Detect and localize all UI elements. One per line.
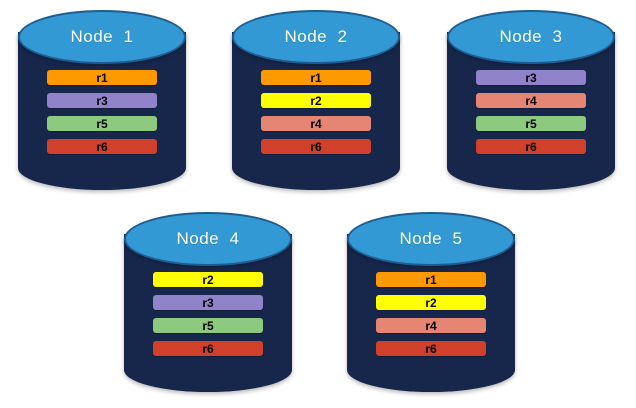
replica-bar[interactable]: r5 bbox=[152, 318, 264, 333]
replica-stack: r1 r2 r4 r6 bbox=[347, 272, 515, 356]
replica-stack: r1 r3 r5 r6 bbox=[18, 70, 186, 154]
replica-bar[interactable]: r6 bbox=[46, 139, 158, 154]
replica-bar[interactable]: r4 bbox=[475, 93, 587, 108]
replica-bar[interactable]: r2 bbox=[260, 93, 372, 108]
node-cylinder[interactable]: Node 1 r1 r3 r5 r6 bbox=[18, 10, 186, 190]
node-label: Node 5 bbox=[399, 229, 463, 248]
replica-bar[interactable]: r6 bbox=[152, 341, 264, 356]
node-label: Node 2 bbox=[284, 27, 348, 46]
replica-stack: r2 r3 r5 r6 bbox=[124, 272, 292, 356]
replica-bar[interactable]: r6 bbox=[475, 139, 587, 154]
replica-bar[interactable]: r6 bbox=[375, 341, 487, 356]
node-cylinder[interactable]: Node 4 r2 r3 r5 r6 bbox=[124, 212, 292, 392]
cylinder-top-ellipse bbox=[347, 212, 515, 266]
replica-bar[interactable]: r3 bbox=[46, 93, 158, 108]
replica-stack: r1 r2 r4 r6 bbox=[232, 70, 400, 154]
node-cylinder[interactable]: Node 5 r1 r2 r4 r6 bbox=[347, 212, 515, 392]
cylinder-top-ellipse bbox=[447, 10, 615, 64]
cylinder-top-ellipse bbox=[232, 10, 400, 64]
replica-bar[interactable]: r1 bbox=[46, 70, 158, 85]
node-cylinder[interactable]: Node 3 r3 r4 r5 r6 bbox=[447, 10, 615, 190]
replica-bar[interactable]: r1 bbox=[375, 272, 487, 287]
replica-bar[interactable]: r3 bbox=[475, 70, 587, 85]
replica-bar[interactable]: r2 bbox=[375, 295, 487, 310]
node-label: Node 3 bbox=[499, 27, 563, 46]
replica-bar[interactable]: r4 bbox=[375, 318, 487, 333]
replica-bar[interactable]: r5 bbox=[475, 116, 587, 131]
replica-bar[interactable]: r1 bbox=[260, 70, 372, 85]
replica-bar[interactable]: r3 bbox=[152, 295, 264, 310]
replica-bar[interactable]: r4 bbox=[260, 116, 372, 131]
replica-bar[interactable]: r5 bbox=[46, 116, 158, 131]
node-label: Node 1 bbox=[70, 27, 134, 46]
replica-bar[interactable]: r2 bbox=[152, 272, 264, 287]
cylinder-top-ellipse bbox=[124, 212, 292, 266]
replica-bar[interactable]: r6 bbox=[260, 139, 372, 154]
node-label: Node 4 bbox=[176, 229, 240, 248]
replica-stack: r3 r4 r5 r6 bbox=[447, 70, 615, 154]
node-cylinder[interactable]: Node 2 r1 r2 r4 r6 bbox=[232, 10, 400, 190]
cylinder-top-ellipse bbox=[18, 10, 186, 64]
